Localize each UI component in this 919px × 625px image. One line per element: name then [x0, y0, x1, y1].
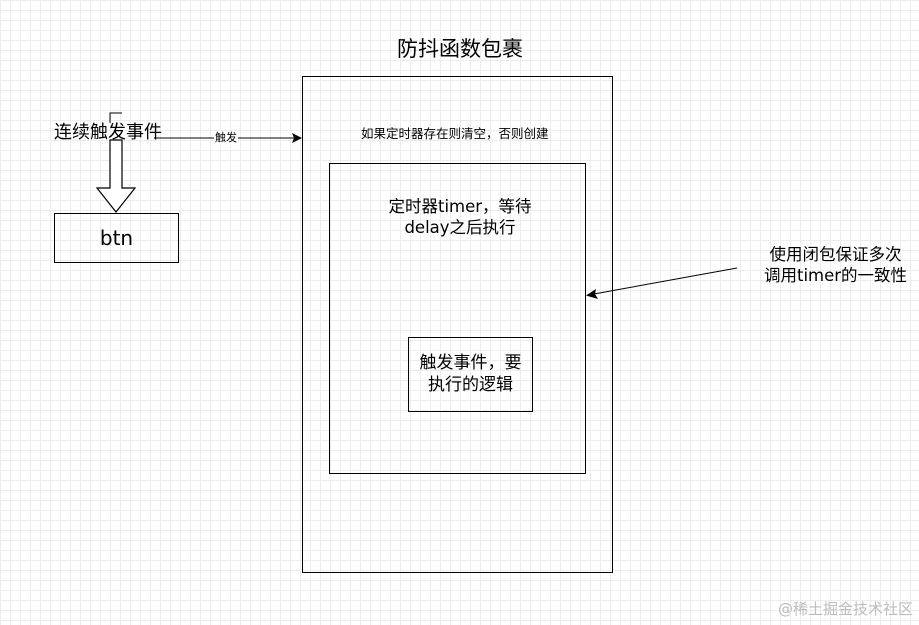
handler-text-line1: 触发事件，要: [419, 353, 522, 374]
handler-text-line2: 执行的逻辑: [428, 374, 513, 395]
trigger-edge-arrowhead: [292, 133, 302, 143]
event-label: 连续触发事件: [54, 122, 162, 143]
closure-note-line1: 使用闭包保证多次: [769, 245, 902, 264]
btn-box: btn: [54, 213, 179, 263]
handler-box: 触发事件，要 执行的逻辑: [408, 337, 533, 412]
timer-text-line2: delay之后执行: [404, 217, 516, 237]
block-arrow-down: [95, 139, 137, 213]
diagram-title: 防抖函数包裹: [397, 37, 523, 61]
closure-edge: [593, 267, 738, 295]
timer-text: 定时器timer，等待 delay之后执行: [370, 197, 550, 238]
closure-note-line2: 调用timer的一致性: [763, 265, 908, 285]
closure-edge-arrowhead: [586, 289, 598, 299]
btn-label: btn: [99, 226, 134, 250]
closure-note: 使用闭包保证多次 调用timer的一致性: [752, 245, 919, 286]
edge-label: 触发: [214, 131, 238, 145]
watermark: @稀土掘金技术社区: [777, 600, 913, 618]
timer-text-line1: 定时器timer，等待: [388, 197, 532, 216]
debounce-wrapper-box: 如果定时器存在则清空，否则创建: [302, 76, 613, 573]
timer-box: 定时器timer，等待 delay之后执行: [329, 163, 586, 474]
outer-note: 如果定时器存在则清空，否则创建: [361, 126, 549, 141]
event-source-bracket: [109, 112, 122, 123]
